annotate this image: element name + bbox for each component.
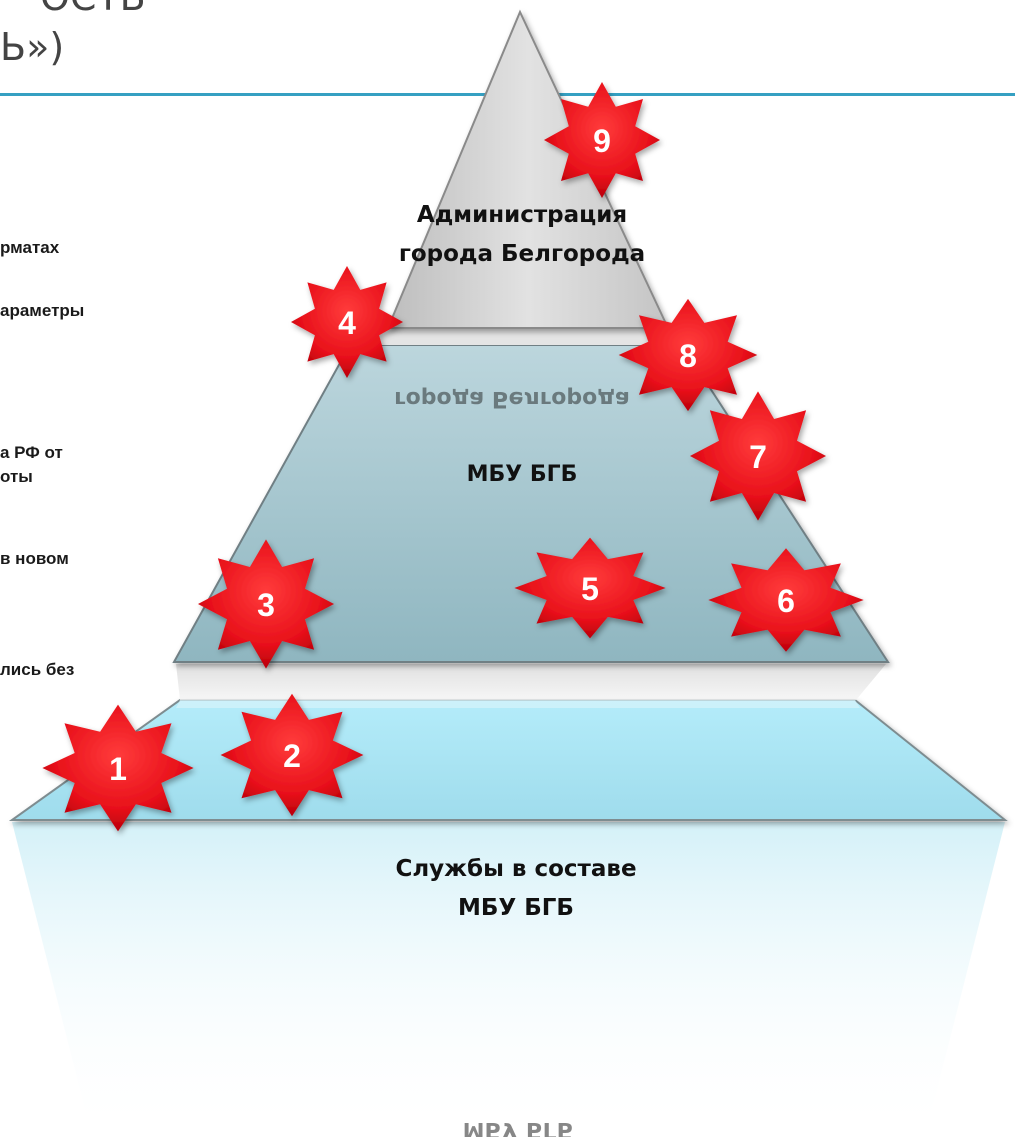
level-gap-upper bbox=[350, 328, 682, 345]
star-icon bbox=[198, 539, 334, 669]
star-badge-2: 2 bbox=[220, 693, 364, 817]
bottom-level-highlight bbox=[176, 700, 860, 708]
star-number: 2 bbox=[283, 738, 301, 774]
star-icon bbox=[42, 704, 194, 832]
top-level-label-line-1: Администрация bbox=[417, 202, 627, 228]
star-number: 4 bbox=[338, 305, 356, 341]
left-text-line-3: а РФ от bbox=[0, 443, 63, 462]
star-badge-4: 4 bbox=[291, 266, 403, 378]
star-icon bbox=[618, 298, 758, 412]
star-icon bbox=[291, 266, 403, 378]
star-badge-9: 9 bbox=[544, 82, 660, 198]
left-text-line-6: лись без bbox=[0, 660, 75, 679]
level-gap-lower bbox=[176, 664, 886, 700]
star-icon bbox=[514, 537, 666, 639]
star-number: 6 bbox=[777, 583, 795, 619]
bottom-reflection-text: МБУ БГБ bbox=[463, 1117, 574, 1137]
bottom-level-reflection bbox=[12, 822, 1005, 1137]
left-text-line-1: рматах bbox=[0, 238, 60, 257]
star-icon bbox=[220, 693, 364, 817]
star-icon bbox=[544, 82, 660, 198]
star-number: 8 bbox=[679, 338, 697, 374]
bottom-level-label-line-2: МБУ БГБ bbox=[458, 895, 574, 921]
star-badge-6: 6 bbox=[708, 548, 864, 652]
star-badge-5: 5 bbox=[514, 537, 666, 639]
star-badge-3: 3 bbox=[198, 539, 334, 669]
bottom-level-label-line-1: Службы в составе bbox=[395, 856, 636, 882]
stars-layer: 1 2 3 4 5 6 7 8 9 bbox=[42, 82, 864, 832]
star-number: 1 bbox=[109, 751, 127, 787]
star-badge-1: 1 bbox=[42, 704, 194, 832]
star-number: 3 bbox=[257, 587, 275, 623]
left-text-line-5: в новом bbox=[0, 549, 69, 568]
slide-title-fragment-1: ОСТЬ bbox=[40, 0, 146, 16]
middle-level-label: МБУ БГБ bbox=[467, 462, 578, 487]
star-number: 9 bbox=[593, 123, 611, 159]
star-icon bbox=[708, 548, 864, 652]
star-badge-8: 8 bbox=[618, 298, 758, 412]
left-text-line-2: араметры bbox=[0, 301, 85, 320]
star-number: 7 bbox=[749, 439, 767, 475]
top-level-label-line-2: города Белгорода bbox=[399, 241, 645, 267]
star-icon bbox=[690, 391, 826, 521]
slide-title-fragment-2: Ь») bbox=[0, 25, 65, 69]
star-number: 5 bbox=[581, 571, 599, 607]
left-text-line-4: оты bbox=[0, 467, 33, 486]
star-badge-7: 7 bbox=[690, 391, 826, 521]
middle-reflection-text: города Белгорода bbox=[394, 386, 630, 411]
